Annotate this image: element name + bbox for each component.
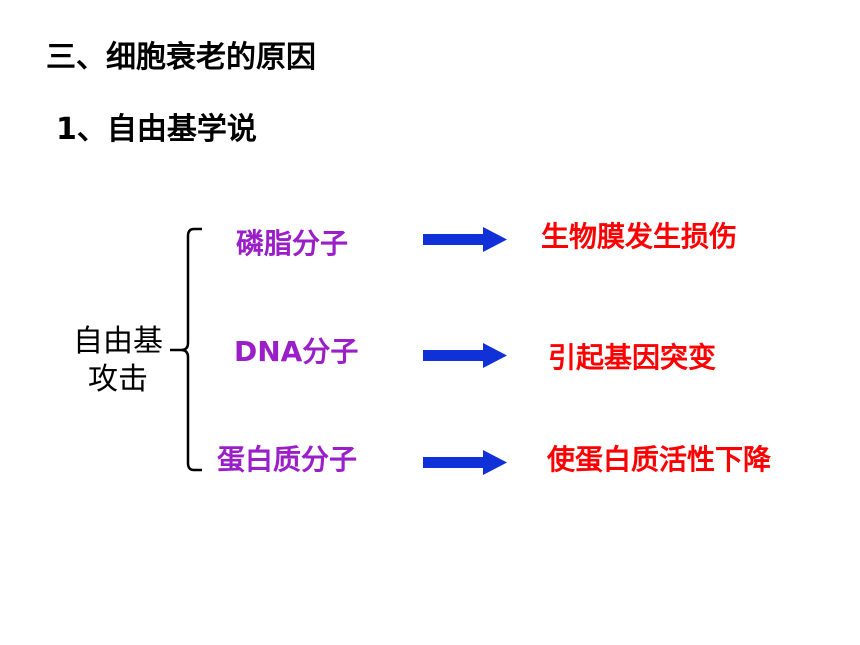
cause-protein: 蛋白质分子 (217, 443, 358, 476)
center-label-line2: 攻击 (88, 362, 148, 397)
center-label: 自由基 攻击 (62, 323, 174, 399)
subsection-title: 1、自由基学说 (56, 112, 257, 147)
arrow-3 (423, 450, 507, 475)
curly-bracket (170, 227, 202, 472)
effect-gene-mutation: 引起基因突变 (548, 341, 717, 374)
arrow-1 (423, 227, 507, 252)
cause-phospholipid: 磷脂分子 (236, 227, 349, 260)
effect-protein-activity-decline: 使蛋白质活性下降 (547, 443, 772, 476)
effect-membrane-damage: 生物膜发生损伤 (541, 220, 738, 253)
arrow-2 (423, 343, 507, 368)
center-label-line1: 自由基 (73, 324, 163, 359)
cause-dna: DNA分子 (234, 335, 359, 368)
section-title: 三、细胞衰老的原因 (46, 40, 316, 75)
